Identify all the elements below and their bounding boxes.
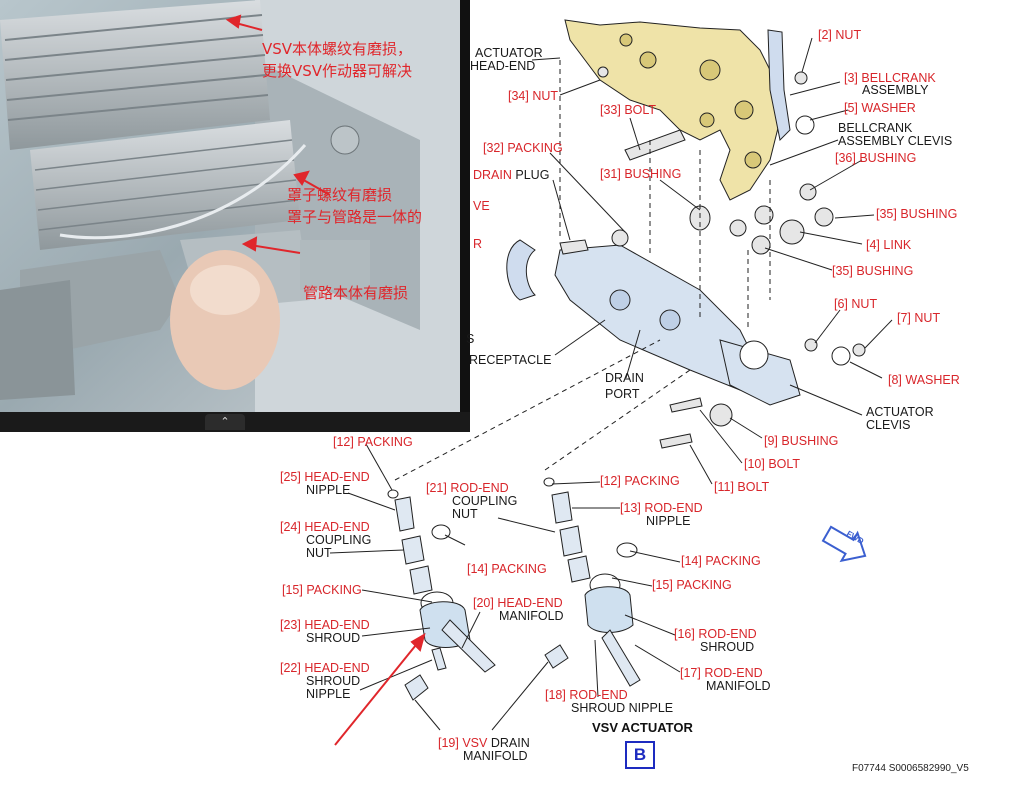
photo-note-2-line1: 罩子螺纹有磨损 bbox=[287, 186, 393, 204]
label-25-nipple: NIPPLE bbox=[306, 483, 351, 497]
label-19-manifold: MANIFOLD bbox=[463, 749, 528, 763]
bellcrank-housing bbox=[564, 19, 781, 201]
label-11-bolt: [11] BOLT bbox=[714, 480, 770, 494]
red-pointer-arrow bbox=[334, 639, 421, 746]
view-letter-box: B bbox=[625, 741, 655, 769]
label-r-fragment: R bbox=[473, 237, 483, 251]
label-valve-fragment: VE bbox=[473, 199, 490, 213]
inspection-photo: VSV本体螺纹有磨损， 更换VSV作动器可解决 罩子螺纹有磨损 罩子与管路是一体… bbox=[0, 0, 470, 432]
label-32-packing: [32] PACKING bbox=[483, 141, 563, 155]
label-15-packing-b: [15] PACKING bbox=[652, 578, 732, 592]
label-13-rod-end: [13] ROD-END bbox=[620, 501, 703, 515]
label-35-bushing-a: [35] BUSHING bbox=[876, 207, 958, 221]
fwd-arrow-icon bbox=[821, 525, 867, 563]
label-17-manifold: MANIFOLD bbox=[706, 679, 771, 693]
label-receptacle: RECEPTACLE bbox=[469, 353, 552, 367]
label-21-coupling: COUPLING bbox=[452, 494, 518, 508]
label-drain-plug: DRAIN PLUG bbox=[473, 168, 550, 182]
label-actuator-head-end-1: ACTUATOR bbox=[475, 46, 543, 60]
label-bellcrank-clevis-1: BELLCRANK bbox=[838, 121, 913, 135]
label-21-nut: NUT bbox=[452, 507, 478, 521]
photo-note-1-line2: 更换VSV作动器可解决 bbox=[262, 62, 413, 80]
label-19-vsv: [19] VSV DRAIN bbox=[438, 736, 530, 750]
label-24-coupling: COUPLING bbox=[306, 533, 372, 547]
label-drain-port-2: PORT bbox=[605, 387, 640, 401]
label-18-rod-end: [18] ROD-END bbox=[545, 688, 628, 702]
label-bellcrank-clevis-2: ASSEMBLY CLEVIS bbox=[838, 134, 953, 148]
figure-id: F07744 S0006582990_V5 bbox=[852, 763, 969, 774]
label-23-shroud: SHROUD bbox=[306, 631, 361, 645]
photo-note-1-line1: VSV本体螺纹有磨损， bbox=[262, 40, 413, 58]
label-33-bolt: [33] BOLT bbox=[600, 103, 657, 117]
photo-note-3: 管路本体有磨损 bbox=[303, 284, 409, 302]
label-24-nut: NUT bbox=[306, 546, 332, 560]
label-21-rod-end: [21] ROD-END bbox=[426, 481, 509, 495]
label-7-nut: [7] NUT bbox=[897, 311, 941, 325]
label-9-bushing: [9] BUSHING bbox=[764, 434, 839, 448]
label-drain-port-1: DRAIN bbox=[605, 371, 644, 385]
label-23-head-end: [23] HEAD-END bbox=[280, 618, 370, 632]
label-6-nut: [6] NUT bbox=[834, 297, 878, 311]
collapse-chevron-icon[interactable]: ⌃ bbox=[205, 414, 245, 430]
label-16-shroud: SHROUD bbox=[700, 640, 755, 654]
label-s-fragment: S bbox=[466, 332, 475, 346]
label-34-nut: [34] NUT bbox=[508, 89, 559, 103]
label-4-link: [4] LINK bbox=[866, 238, 912, 252]
label-2-nut: [2] NUT bbox=[818, 28, 862, 42]
label-13-nipple: NIPPLE bbox=[646, 514, 691, 528]
label-12-packing-a: [12] PACKING bbox=[333, 435, 413, 449]
label-actuator-clevis-1: ACTUATOR bbox=[866, 405, 934, 419]
label-16-rod-end: [16] ROD-END bbox=[674, 627, 757, 641]
label-20-head-end: [20] HEAD-END bbox=[473, 596, 563, 610]
label-5-washer: [5] WASHER bbox=[844, 101, 916, 115]
photo-note-2-line2: 罩子与管路是一体的 bbox=[287, 208, 423, 226]
label-14-packing-a: [14] PACKING bbox=[467, 562, 547, 576]
label-3-bellcrank: [3] BELLCRANK bbox=[844, 71, 936, 85]
label-22-head-end: [22] HEAD-END bbox=[280, 661, 370, 675]
label-3-assembly: ASSEMBLY bbox=[862, 83, 929, 97]
label-15-packing-a: [15] PACKING bbox=[282, 583, 362, 597]
label-22-shroud: SHROUD bbox=[306, 674, 361, 688]
label-12-packing-b: [12] PACKING bbox=[600, 474, 680, 488]
label-24-head-end: [24] HEAD-END bbox=[280, 520, 370, 534]
label-17-rod-end: [17] ROD-END bbox=[680, 666, 763, 680]
label-36-bushing: [36] BUSHING bbox=[835, 151, 917, 165]
label-14-packing-b: [14] PACKING bbox=[681, 554, 761, 568]
diagram-title: VSV ACTUATOR bbox=[592, 720, 693, 735]
label-actuator-clevis-2: CLEVIS bbox=[866, 418, 911, 432]
label-18-shroud-nipple: SHROUD NIPPLE bbox=[571, 701, 674, 715]
label-actuator-head-end-2: HEAD-END bbox=[470, 59, 536, 73]
label-35-bushing-b: [35] BUSHING bbox=[832, 264, 914, 278]
label-8-washer: [8] WASHER bbox=[888, 373, 960, 387]
label-20-manifold: MANIFOLD bbox=[499, 609, 564, 623]
label-25-head-end: [25] HEAD-END bbox=[280, 470, 370, 484]
label-31-bushing: [31] BUSHING bbox=[600, 167, 682, 181]
label-10-bolt: [10] BOLT bbox=[744, 457, 801, 471]
label-22-nipple: NIPPLE bbox=[306, 687, 351, 701]
